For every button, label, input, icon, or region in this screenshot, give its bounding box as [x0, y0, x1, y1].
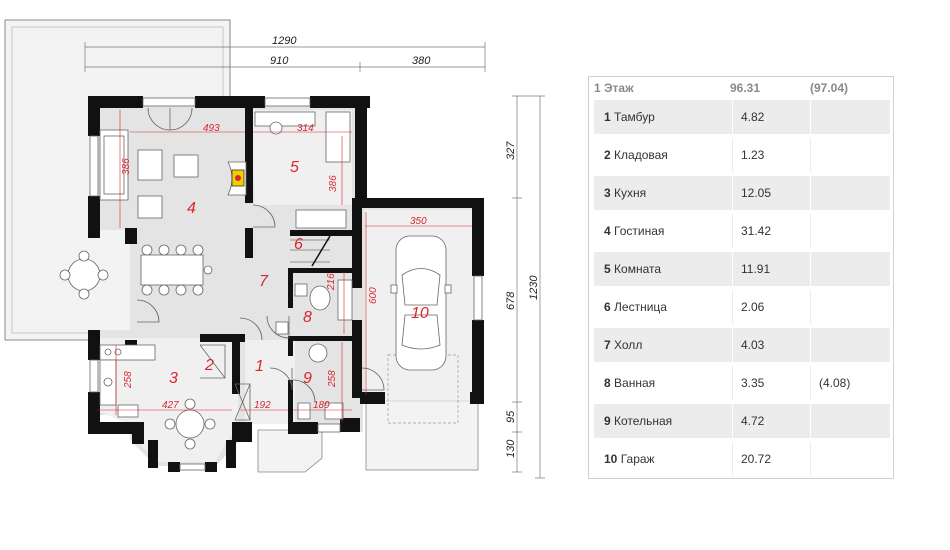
dim-garage-width: 380: [412, 55, 431, 67]
dim-label: 350: [410, 216, 427, 227]
room-number: 8: [604, 376, 611, 390]
walls: [88, 96, 484, 472]
dim-total-width: 1290: [272, 35, 297, 47]
room-label: 3: [169, 370, 178, 387]
room-number: 1: [604, 110, 611, 124]
room-label: 8: [303, 309, 312, 326]
room-area-alt: [810, 404, 890, 438]
room-area-alt: [810, 176, 890, 210]
room-area-alt: [810, 214, 890, 248]
dim-label: 600: [368, 287, 379, 304]
garage-apron: [365, 399, 479, 471]
vestibule-floor: [245, 340, 295, 424]
table-row: 1 Тамбур 4.82: [594, 100, 890, 134]
room-label: 2: [204, 357, 214, 374]
dim-label: 258: [327, 370, 338, 388]
room-number: 7: [604, 338, 611, 352]
dim-total-height: 1230: [528, 275, 540, 300]
table-header: 1 Этаж 96.31 (97.04): [589, 77, 893, 99]
room-label: 4: [187, 200, 196, 217]
room-name: Гостиная: [614, 224, 665, 238]
room-area: 2.06: [732, 290, 808, 324]
room-number: 2: [604, 148, 611, 162]
room-label: 9: [303, 370, 312, 387]
dim-label: 493: [203, 123, 220, 134]
room-number: 9: [604, 414, 611, 428]
table-row: 4 Гостиная 31.42: [594, 214, 890, 248]
room-label: 10: [411, 305, 429, 322]
room-area: 1.23: [732, 138, 808, 172]
table-row: 5 Комната 11.91: [594, 252, 890, 286]
dim-label: 258: [123, 371, 134, 389]
dim-label: 427: [162, 400, 179, 411]
room-name: Лестница: [614, 300, 667, 314]
room-area-alt: (4.08): [810, 366, 890, 400]
table-row: 2 Кладовая 1.23: [594, 138, 890, 172]
dim-segment: 130: [505, 439, 517, 458]
room-number: 6: [604, 300, 611, 314]
dim-label: 386: [328, 175, 339, 192]
dim-label: 216: [326, 273, 337, 291]
room-area: 4.72: [732, 404, 808, 438]
dim-label: 386: [121, 158, 132, 175]
table-row: 10 Гараж 20.72: [594, 442, 890, 476]
room-area: 20.72: [732, 442, 808, 476]
room-label: 7: [259, 273, 269, 290]
room-area: 11.91: [732, 252, 808, 286]
room-number: 10: [604, 452, 618, 466]
inner-dimension-lines: [97, 110, 472, 422]
table-row: 3 Кухня 12.05: [594, 176, 890, 210]
car: [390, 235, 452, 371]
room-name: Тамбур: [614, 110, 655, 124]
dim-segment: 95: [505, 410, 517, 423]
table-row: 8 Ванная 3.35 (4.08): [594, 366, 890, 400]
room-number: 5: [604, 262, 611, 276]
room-area: 31.42: [732, 214, 808, 248]
room-name: Кладовая: [614, 148, 668, 162]
openings: [89, 97, 483, 471]
table-row: 9 Котельная 4.72: [594, 404, 890, 438]
room-area-alt: [810, 252, 890, 286]
floor-plan: 1 2 3 4 5 6 7 8 9 10 493 314 386 386 350…: [4, 19, 545, 479]
room-area: 4.03: [732, 328, 808, 362]
furniture: [59, 111, 459, 450]
room-number: 3: [604, 186, 611, 200]
room-name: Кухня: [614, 186, 647, 200]
room-area: 12.05: [732, 176, 808, 210]
dim-segment: 678: [505, 291, 517, 310]
room-label: 5: [290, 159, 299, 176]
outer-dimension-labels: 1290 910 380 327 678 95 130 1230: [270, 35, 540, 458]
dim-label: 189: [313, 400, 330, 411]
dim-label: 192: [254, 400, 271, 411]
area-table: 1 Этаж 96.31 (97.04) 1 Тамбур 4.82 2 Кла…: [588, 76, 894, 479]
room-label: 6: [294, 236, 303, 253]
room-name: Котельная: [614, 414, 673, 428]
room-name: Комната: [614, 262, 662, 276]
room-label: 1: [255, 358, 264, 375]
room-name: Холл: [614, 338, 643, 352]
room-area-alt: [810, 442, 890, 476]
table-row: 7 Холл 4.03: [594, 328, 890, 362]
room-area-alt: [810, 100, 890, 134]
room-name: Ванная: [614, 376, 656, 390]
room-area-alt: [810, 138, 890, 172]
room-area-alt: [810, 290, 890, 324]
dim-label: 314: [297, 123, 314, 134]
floor-total-area: 96.31: [730, 81, 761, 95]
room-area: 4.82: [732, 100, 808, 134]
inner-dimension-labels: 493 314 386 386 350 216 600 258 258 427 …: [121, 123, 427, 411]
floor-label: 1 Этаж: [594, 81, 634, 95]
room-area: 3.35: [732, 366, 808, 400]
room-area-alt: [810, 328, 890, 362]
room-number: 4: [604, 224, 611, 238]
room-labels: 1 2 3 4 5 6 7 8 9 10: [169, 159, 429, 387]
dim-main-width: 910: [270, 55, 289, 67]
entrance-steps: [257, 429, 323, 473]
floor-total-area-alt: (97.04): [810, 81, 849, 95]
outer-dimension-lines: [84, 42, 545, 479]
table-row: 6 Лестница 2.06: [594, 290, 890, 324]
dim-segment: 327: [505, 141, 517, 160]
room-name: Гараж: [620, 452, 655, 466]
